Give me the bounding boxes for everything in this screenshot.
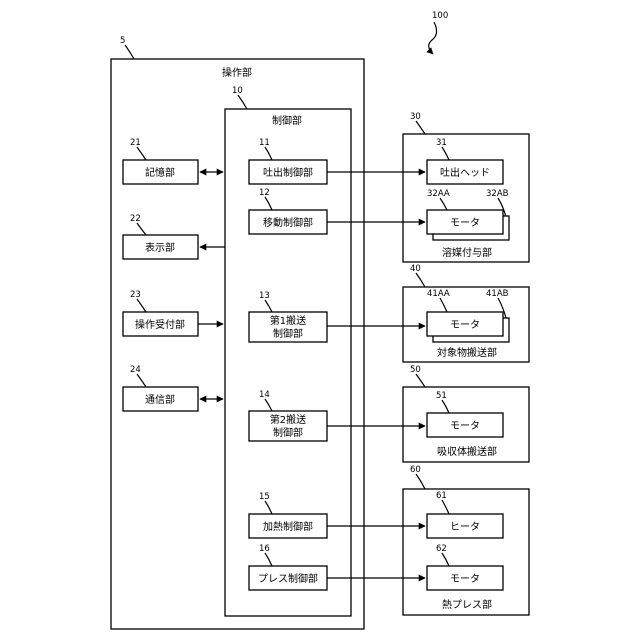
ref-15: 15	[259, 492, 270, 502]
object-transport-unit-label: 対象物搬送部	[437, 346, 497, 359]
control-unit-label: 制御部	[272, 114, 302, 127]
motor-32aa-label: モータ	[450, 217, 480, 229]
ref-5: 5	[120, 36, 125, 46]
ref-24: 24	[130, 365, 141, 375]
movement-control-label: 移動制御部	[263, 216, 313, 229]
ref-10: 10	[232, 86, 243, 96]
ref-60-leader	[416, 474, 425, 489]
motor-41aa-label: モータ	[450, 319, 480, 331]
heater-label: ヒータ	[450, 521, 480, 533]
ref-50: 50	[410, 365, 421, 375]
memory-unit-label: 記憶部	[145, 166, 175, 179]
input-unit-label: 操作受付部	[135, 318, 185, 331]
operation-unit-label: 操作部	[222, 66, 252, 79]
ref-32aa: 32AA	[427, 189, 450, 199]
ref-40: 40	[410, 264, 421, 274]
ref-41aa: 41AA	[427, 289, 450, 299]
ref-14: 14	[259, 390, 270, 400]
first-transport-control-label-line2: 制御部	[273, 327, 303, 340]
heat-press-unit-box	[403, 489, 529, 615]
ref-100: 100	[432, 11, 448, 21]
ref-31: 31	[436, 138, 447, 148]
ref-22: 22	[130, 214, 141, 224]
discharge-head-label: 吐出ヘッド	[440, 166, 490, 179]
second-transport-control-label-line1: 第2搬送	[270, 413, 306, 426]
heating-control-label: 加熱制御部	[263, 520, 313, 533]
display-unit-label: 表示部	[145, 241, 175, 254]
ref-30-leader	[416, 121, 425, 134]
ref-12: 12	[259, 188, 270, 198]
ref-61: 61	[436, 491, 447, 501]
ref-16: 16	[259, 544, 270, 554]
ref-5-leader	[125, 45, 134, 59]
discharge-control-label: 吐出制御部	[263, 166, 313, 179]
motor-51-label: モータ	[450, 420, 480, 432]
ref-32ab: 32AB	[486, 189, 509, 199]
ref-100-arrow	[429, 22, 437, 54]
second-transport-control-label-line2: 制御部	[273, 426, 303, 439]
comm-unit-label: 通信部	[145, 393, 175, 406]
solvent-applying-unit-box	[403, 134, 529, 262]
ref-51: 51	[436, 391, 447, 401]
ref-23: 23	[130, 290, 141, 300]
ref-60: 60	[410, 465, 421, 475]
absorber-transport-unit-label: 吸収体搬送部	[437, 445, 497, 458]
first-transport-control-label-line1: 第1搬送	[270, 314, 306, 327]
ref-11: 11	[259, 138, 270, 148]
ref-13: 13	[259, 291, 270, 301]
press-control-label: プレス制御部	[258, 572, 318, 585]
motor-62-label: モータ	[450, 573, 480, 585]
ref-21: 21	[130, 138, 141, 148]
ref-62: 62	[436, 544, 447, 554]
ref-41ab: 41AB	[486, 289, 509, 299]
solvent-applying-unit-label: 溶媒付与部	[442, 246, 492, 259]
control-unit-box	[225, 109, 351, 616]
ref-30: 30	[410, 112, 421, 122]
heat-press-unit-label: 熱プレス部	[442, 598, 492, 611]
ref-50-leader	[416, 374, 425, 387]
ref-40-leader	[416, 273, 425, 287]
